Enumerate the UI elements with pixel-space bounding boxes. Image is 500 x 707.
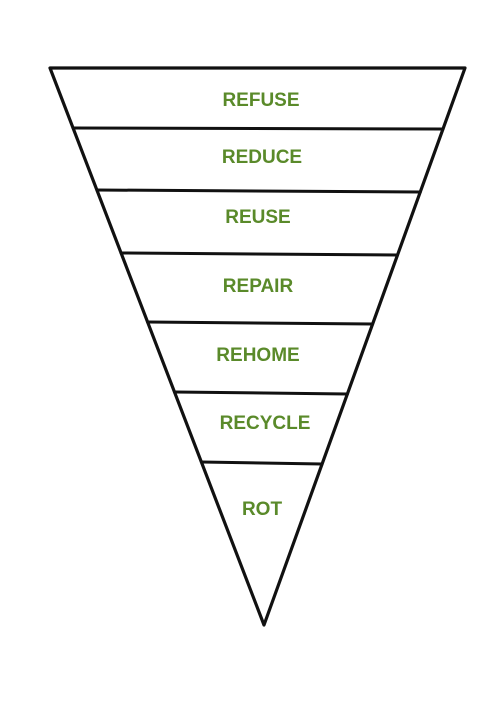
tier-divider-4 <box>146 320 375 326</box>
tier-label-reduce: REDUCE <box>222 147 302 168</box>
tier-divider-3 <box>119 251 400 257</box>
tier-label-rot: ROT <box>242 499 283 520</box>
tier-label-refuse: REFUSE <box>222 90 299 111</box>
pyramid-labels: REFUSE REDUCE REUSE REPAIR REHOME RECYCL… <box>216 90 310 520</box>
tier-divider-6 <box>199 460 324 466</box>
pyramid-outline <box>48 66 467 627</box>
pyramid-shapes <box>48 66 467 627</box>
tier-label-rehome: REHOME <box>216 345 299 366</box>
tier-label-reuse: REUSE <box>225 207 290 228</box>
tier-divider-2 <box>95 188 422 194</box>
tier-label-recycle: RECYCLE <box>220 413 311 434</box>
tier-divider-5 <box>172 390 349 396</box>
tier-divider-1 <box>71 126 445 131</box>
tier-label-repair: REPAIR <box>223 276 294 297</box>
